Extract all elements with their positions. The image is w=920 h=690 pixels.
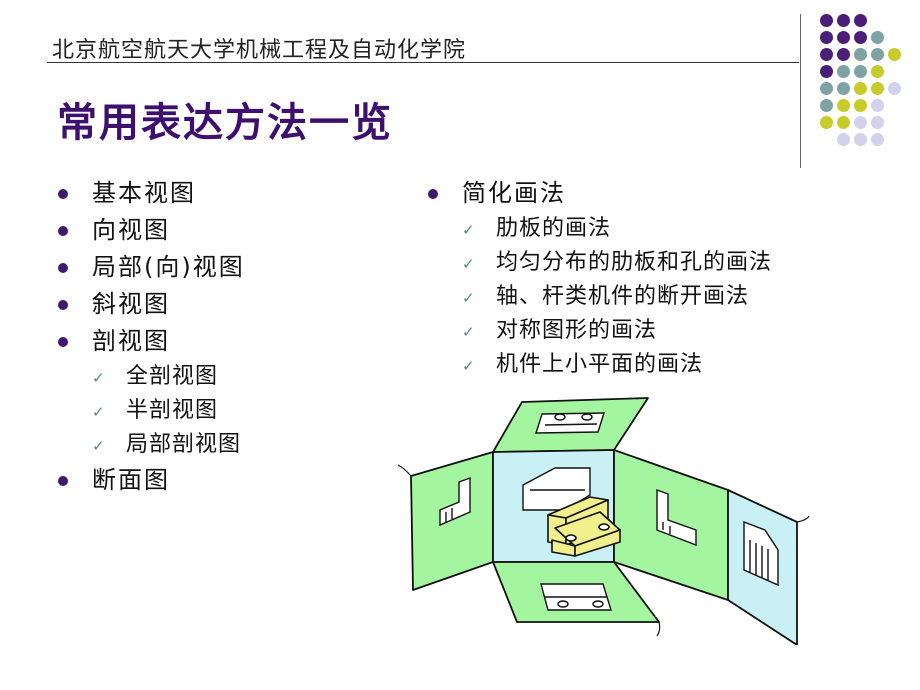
list-item-label: 斜视图: [92, 290, 170, 318]
deco-dot: [854, 48, 867, 61]
list-item-label: 剖视图: [92, 327, 170, 355]
list-item-label: 基本视图: [92, 179, 196, 207]
bullet-dot-icon: [428, 189, 438, 199]
checkmark-icon: ✓: [462, 221, 476, 239]
list-item-label: 简化画法: [462, 179, 566, 207]
list-item: 局部(向)视图: [58, 250, 245, 287]
deco-dot: [871, 133, 884, 146]
checkmark-icon: ✓: [462, 357, 476, 375]
left-topic-list: 基本视图 向视图 局部(向)视图 斜视图 剖视图 ✓ 全剖视图 ✓ 半剖视图 ✓ 局部…: [58, 176, 245, 500]
sub-item-label: 半剖视图: [126, 398, 219, 423]
deco-dot: [888, 48, 901, 61]
sub-list-item: ✓ 全剖视图: [58, 361, 245, 395]
header-divider: [47, 62, 799, 63]
list-item: 简化画法: [428, 176, 772, 213]
bullet-dot-icon: [58, 189, 68, 199]
sub-list-item: ✓ 轴、杆类机件的断开画法: [428, 281, 772, 315]
deco-dot: [837, 31, 850, 44]
deco-dot: [837, 133, 850, 146]
sub-item-label: 轴、杆类机件的断开画法: [496, 284, 750, 309]
right-topic-list: 简化画法 ✓ 肋板的画法 ✓ 均匀分布的肋板和孔的画法 ✓ 轴、杆类机件的断开画法 ✓…: [428, 176, 772, 383]
deco-dot: [820, 31, 833, 44]
list-item: 剖视图: [58, 324, 245, 361]
deco-dot: [854, 82, 867, 95]
deco-dot: [871, 65, 884, 78]
deco-dot: [854, 133, 867, 146]
deco-dot: [854, 116, 867, 129]
deco-dot: [837, 48, 850, 61]
sub-list-item: ✓ 均匀分布的肋板和孔的画法: [428, 247, 772, 281]
sub-item-label: 机件上小平面的画法: [496, 352, 704, 377]
deco-dot: [820, 82, 833, 95]
deco-dot: [871, 48, 884, 61]
list-item-label: 断面图: [92, 466, 170, 494]
vertical-divider: [800, 14, 801, 168]
bullet-dot-icon: [58, 476, 68, 486]
sub-item-label: 肋板的画法: [496, 216, 612, 241]
list-item-label: 局部(向)视图: [92, 253, 245, 281]
sub-item-label: 全剖视图: [126, 364, 219, 389]
sub-item-label: 均匀分布的肋板和孔的画法: [496, 250, 773, 275]
checkmark-icon: ✓: [462, 323, 476, 341]
deco-dot: [837, 99, 850, 112]
checkmark-icon: ✓: [92, 403, 106, 421]
deco-dot: [837, 82, 850, 95]
deco-dot: [854, 99, 867, 112]
bullet-dot-icon: [58, 226, 68, 236]
checkmark-icon: ✓: [462, 255, 476, 273]
sub-list-item: ✓ 对称图形的画法: [428, 315, 772, 349]
deco-dot: [820, 99, 833, 112]
bullet-dot-icon: [58, 300, 68, 310]
deco-dot: [871, 82, 884, 95]
deco-dot: [837, 14, 850, 27]
institution-subtitle: 北京航空航天大学机械工程及自动化学院: [52, 38, 467, 63]
bullet-dot-icon: [58, 263, 68, 273]
deco-dot: [854, 31, 867, 44]
sub-item-label: 局部剖视图: [126, 432, 242, 457]
sub-list-item: ✓ 半剖视图: [58, 395, 245, 429]
unfolded-projection-box-illustration: [397, 397, 810, 645]
part-base-side: [574, 529, 621, 557]
list-item-label: 向视图: [92, 216, 170, 244]
checkmark-icon: ✓: [92, 369, 106, 387]
deco-dot: [820, 48, 833, 61]
deco-dot: [837, 116, 850, 129]
list-item: 基本视图: [58, 176, 245, 213]
bullet-dot-icon: [58, 337, 68, 347]
list-item: 断面图: [58, 463, 245, 500]
list-item: 斜视图: [58, 287, 245, 324]
deco-dot: [820, 116, 833, 129]
slide-title: 常用表达方法一览: [57, 100, 393, 146]
deco-dot: [820, 14, 833, 27]
list-item: 向视图: [58, 213, 245, 250]
checkmark-icon: ✓: [462, 289, 476, 307]
checkmark-icon: ✓: [92, 437, 106, 455]
deco-dot: [854, 65, 867, 78]
deco-dot: [871, 99, 884, 112]
sub-list-item: ✓ 肋板的画法: [428, 213, 772, 247]
sub-item-label: 对称图形的画法: [496, 318, 658, 343]
deco-dot: [888, 82, 901, 95]
deco-dot: [820, 65, 833, 78]
sub-list-item: ✓ 局部剖视图: [58, 429, 245, 463]
deco-dot: [871, 116, 884, 129]
left-view-panel: [410, 451, 494, 591]
deco-dot: [837, 65, 850, 78]
sub-list-item: ✓ 机件上小平面的画法: [428, 349, 772, 383]
deco-dot: [871, 31, 884, 44]
deco-dot: [854, 14, 867, 27]
